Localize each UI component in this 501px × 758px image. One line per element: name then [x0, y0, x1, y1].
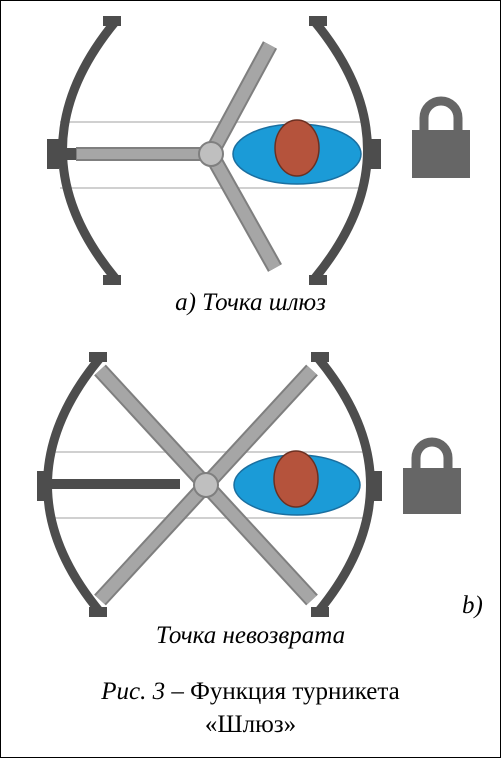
- left-arc-cap-bottom: [103, 275, 121, 285]
- panel-a-caption: a) Точка шлюз: [0, 289, 501, 317]
- figure-caption-line1: Функция турникета: [190, 678, 400, 705]
- arm-lower-fill: [205, 151, 281, 271]
- padlock-icon: [412, 96, 470, 178]
- dark-stub: [60, 148, 78, 160]
- left-pillar: [47, 139, 59, 169]
- right-arc-cap-top: [311, 352, 329, 362]
- panel-b-letter: b): [462, 592, 483, 619]
- turnstile-diagram-gateway: [47, 16, 470, 285]
- figure-caption-line2: «Шлюз»: [204, 711, 297, 738]
- person-head: [273, 450, 319, 508]
- left-pillar: [37, 471, 49, 501]
- turnstile-diagram-no-return: [37, 352, 461, 617]
- right-arc-cap-bottom: [309, 275, 327, 285]
- figure-dash: –: [165, 678, 191, 705]
- left-arc-cap-top: [103, 16, 121, 26]
- arm-upper-fill: [205, 42, 276, 157]
- panel-a-letter: a): [175, 289, 196, 316]
- right-arc-cap-top: [309, 16, 327, 26]
- left-arc-cap-top: [89, 352, 107, 362]
- padlock-icon: [403, 437, 461, 514]
- right-pillar: [370, 471, 382, 501]
- figure-caption: Рис. 3 – Функция турникета «Шлюз»: [0, 675, 501, 741]
- figure-number: Рис. 3: [101, 678, 166, 705]
- left-arc-cap-bottom: [89, 607, 107, 617]
- right-arc: [311, 19, 372, 281]
- hub: [198, 141, 224, 167]
- right-pillar: [369, 139, 381, 169]
- right-arc-cap-bottom: [311, 607, 329, 617]
- panel-b-title: Точка невозврата: [155, 622, 346, 649]
- panel-a-title: Точка шлюз: [202, 289, 326, 316]
- person-head: [274, 119, 320, 177]
- hub: [193, 472, 219, 498]
